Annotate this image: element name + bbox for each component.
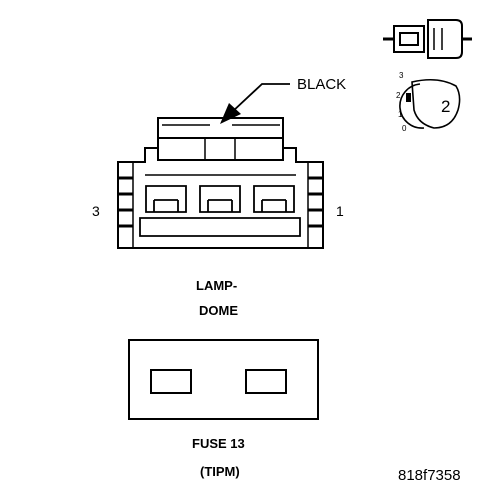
pin-number-right: 1 (336, 203, 344, 219)
fuse-name-line1: FUSE 13 (192, 436, 245, 451)
figure-id: 818f7358 (398, 467, 461, 484)
connector-body (117, 147, 324, 249)
fuse-outline (128, 339, 319, 420)
key-position-icon (399, 78, 461, 129)
terminal-cavities (139, 185, 301, 237)
connector-name-line2: DOME (199, 303, 238, 318)
black-leader-arrow (220, 83, 290, 124)
key-position-1: 1 (398, 110, 403, 119)
fuse-terminal-right (245, 369, 287, 394)
connector-name-line1: LAMP- (196, 278, 238, 293)
key-number: 2 (441, 97, 451, 116)
fuse-name-line2: (TIPM) (200, 464, 240, 479)
key-position-0: 0 (402, 124, 407, 133)
fuse-terminal-left (150, 369, 192, 394)
key-position-3: 3 (399, 71, 404, 80)
connector-mating-icon (383, 19, 472, 59)
wire-color-label: BLACK (297, 76, 347, 93)
connector-latch (157, 117, 284, 160)
key-position-2: 2 (396, 91, 401, 100)
pin-number-left: 3 (92, 203, 100, 219)
